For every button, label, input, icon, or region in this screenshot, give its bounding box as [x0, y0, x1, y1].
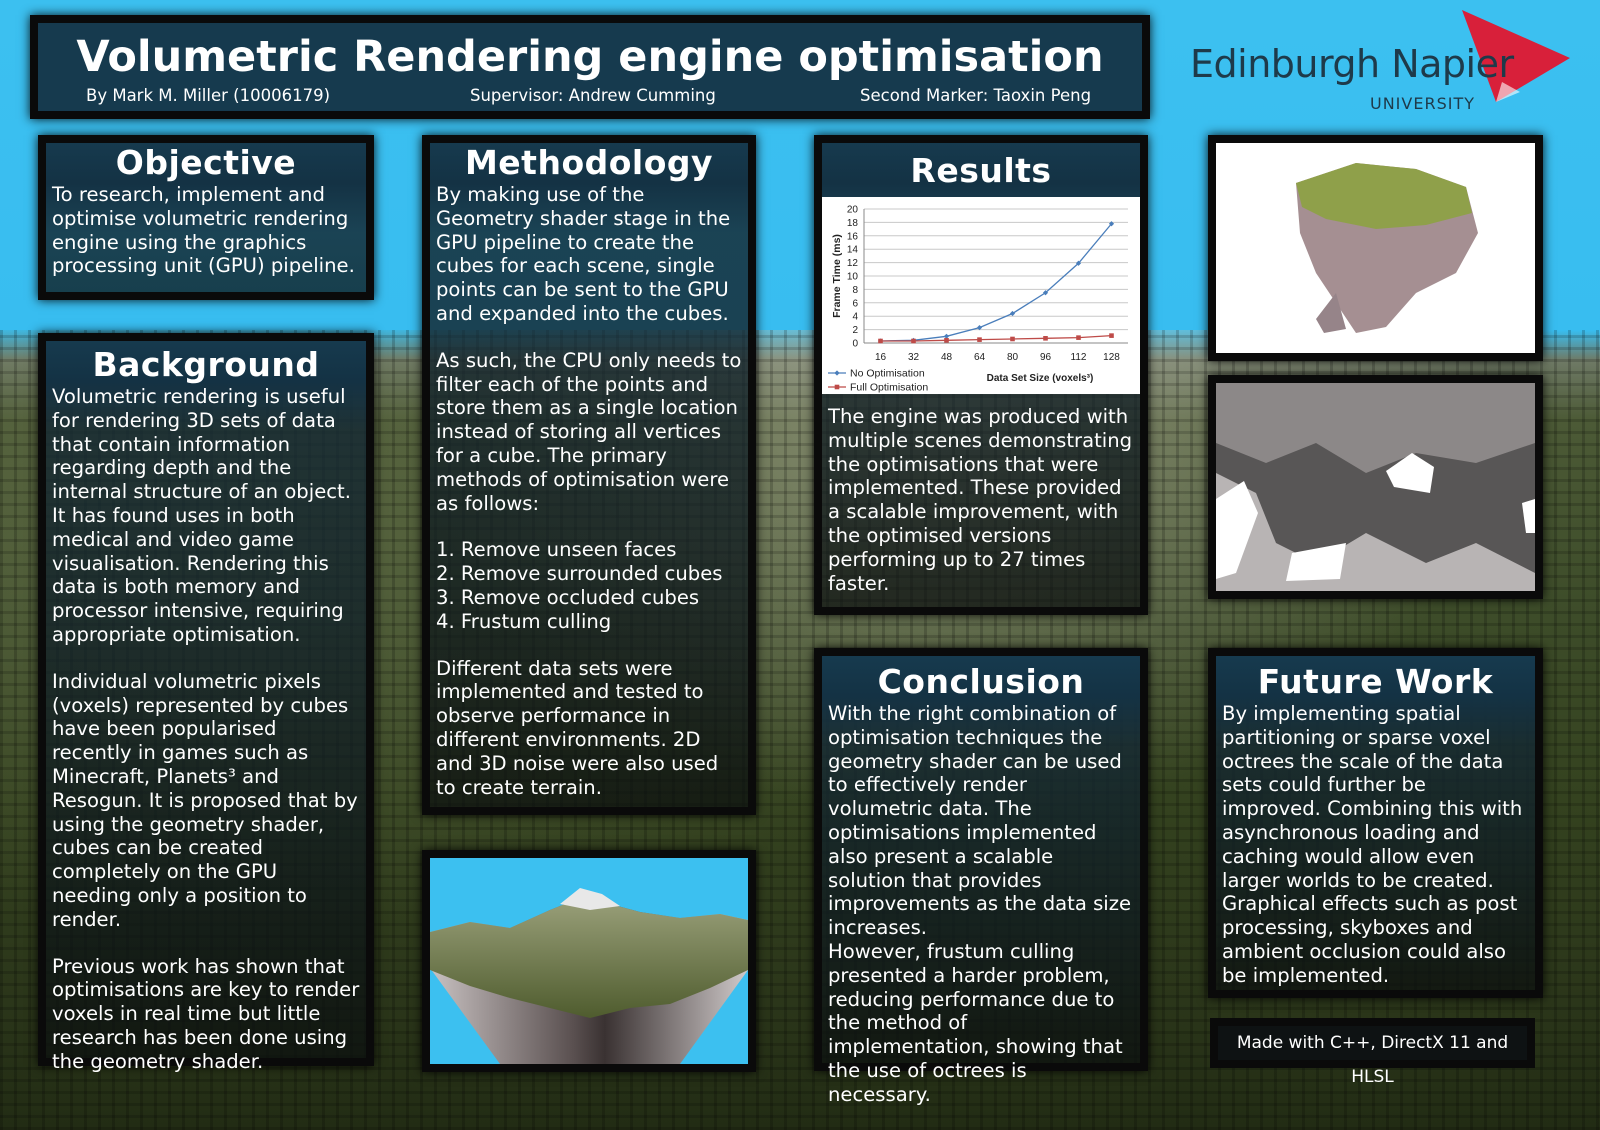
university-logo: Edinburgh Napier UNIVERSITY: [1190, 10, 1590, 120]
title-panel: Volumetric Rendering engine optimisation…: [30, 15, 1150, 119]
voxel-object-graphic: [1296, 163, 1478, 333]
cave-render-image: [1208, 375, 1543, 599]
y-tick-label: 18: [847, 218, 859, 229]
x-tick-label: 96: [1040, 352, 1052, 363]
data-point: [944, 338, 949, 343]
x-tick-label: 80: [1007, 352, 1019, 363]
data-point: [1010, 336, 1015, 342]
x-tick-label: 16: [875, 352, 887, 363]
x-tick-label: 112: [1071, 352, 1087, 363]
legend-label: No Optimisation: [850, 368, 925, 380]
y-tick-label: 14: [847, 245, 859, 256]
background-panel: Background Volumetric rendering is usefu…: [38, 333, 374, 1073]
results-heading: Results: [910, 151, 1052, 190]
data-point: [943, 333, 950, 339]
series-line: [880, 223, 1112, 342]
data-point: [977, 337, 982, 342]
voxel-object-image: [1208, 135, 1543, 361]
conclusion-text: With the right combination of optimisati…: [828, 702, 1132, 1106]
legend-label: Full Optimisation: [850, 382, 928, 394]
y-tick-label: 8: [852, 285, 858, 296]
series-line: [880, 334, 1112, 342]
y-tick-label: 10: [847, 272, 859, 283]
methodology-list: 1. Remove unseen faces 2. Remove surroun…: [436, 538, 723, 633]
objective-panel: Objective To research, implement and opt…: [38, 135, 374, 300]
y-tick-label: 6: [852, 298, 858, 309]
y-tick-label: 4: [852, 312, 858, 323]
x-axis-label: Data Set Size (voxels³): [987, 373, 1094, 384]
legend-marker: [834, 384, 840, 390]
future-work-text: By implementing spatial partitioning or …: [1222, 702, 1523, 987]
data-point: [911, 338, 916, 344]
made-with-badge: Made with C++, DirectX 11 and HLSL: [1210, 1018, 1535, 1087]
objective-heading: Objective: [115, 143, 297, 182]
x-tick-label: 128: [1103, 352, 1120, 363]
methodology-panel: Methodology By making use of the Geometr…: [422, 135, 756, 815]
x-tick-label: 64: [974, 352, 986, 363]
data-point: [878, 338, 883, 344]
y-tick-label: 0: [852, 339, 858, 350]
background-paragraph: Previous work has shown that optimisatio…: [52, 954, 360, 1073]
conclusion-heading: Conclusion: [877, 662, 1085, 701]
data-point: [1043, 336, 1048, 341]
background-paragraph: Individual volumetric pixels (voxels) re…: [52, 669, 358, 931]
data-point: [1109, 333, 1114, 338]
y-tick-label: 12: [847, 258, 859, 269]
poster-title: Volumetric Rendering engine optimisation: [76, 32, 1104, 82]
future-work-heading: Future Work: [1257, 662, 1494, 701]
y-tick-label: 20: [847, 205, 859, 216]
cave-render-graphic: [1216, 383, 1535, 591]
methodology-paragraph: By making use of the Geometry shader sta…: [436, 183, 731, 325]
y-axis-label: Frame Time (ms): [831, 234, 843, 318]
x-tick-label: 32: [908, 352, 920, 363]
background-heading: Background: [92, 345, 320, 384]
methodology-heading: Methodology: [464, 143, 714, 182]
methodology-paragraph: Different data sets were implemented and…: [436, 656, 719, 799]
background-paragraph: Volumetric rendering is useful for rende…: [52, 385, 351, 646]
frame-time-chart: 0 2 4 6 8 10 12 14 16 18 20 16 32 48 64 80 96 112 128 Frame…: [822, 197, 1140, 394]
chart-svg: 0 2 4 6 8 10 12 14 16 18 20 16 32 48 64 80 96 112 128 Frame…: [828, 205, 1128, 394]
terrain-render-image: [422, 850, 756, 1072]
logo-name: Edinburgh Napier: [1190, 42, 1514, 86]
logo-subtitle: UNIVERSITY: [1370, 94, 1475, 113]
author: By Mark M. Miller (10006179): [86, 86, 331, 105]
future-work-panel: Future Work By implementing spatial part…: [1208, 648, 1543, 998]
y-tick-label: 2: [852, 325, 858, 336]
conclusion-panel: Conclusion With the right combination of…: [814, 648, 1148, 1106]
supervisor: Supervisor: Andrew Cumming: [470, 86, 716, 105]
results-panel: Results 0 2 4 6 8 10 12 14 16 18 20 16 32 48 64 80 96 112…: [814, 135, 1148, 615]
terrain-render-graphic: [430, 888, 748, 1064]
methodology-paragraph: As such, the CPU only needs to filter ea…: [436, 348, 742, 515]
y-tick-label: 16: [847, 231, 859, 242]
x-tick-label: 48: [941, 352, 953, 363]
second-marker: Second Marker: Taoxin Peng: [860, 86, 1092, 105]
logo-triangle-icon: [1462, 10, 1570, 102]
legend-marker: [834, 370, 840, 376]
data-point: [1076, 335, 1081, 340]
results-text: The engine was produced with multiple sc…: [828, 405, 1133, 595]
objective-text: To research, implement and optimise volu…: [52, 183, 355, 278]
